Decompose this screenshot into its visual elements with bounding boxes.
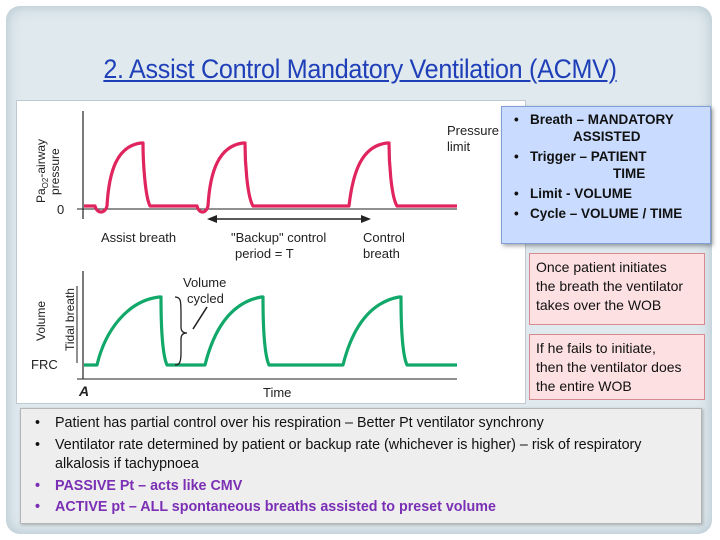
summary-item-1: • Patient has partial control over his r… [35,415,544,431]
waveform-svg: 0 PaO2-airway pressure Pressure limit As… [31,111,499,400]
top-ylabel-pa: Pa [34,188,48,203]
volume-waveform [84,295,457,367]
top-ylabel-rest: -airway [34,139,48,178]
breath-bullet: • Breath – MANDATORY [514,112,674,127]
patient-fails-note: If he fails to initiate, then the ventil… [529,334,705,400]
ventilation-waveform-figure: 0 PaO2-airway pressure Pressure limit As… [16,100,526,404]
backup-period-label-2: period = T [235,246,294,261]
svg-text:PaO2-airway: PaO2-airway [34,139,50,203]
slide-title: 2. Assist Control Mandatory Ventilation … [103,54,617,84]
volume-cycled-pointer [192,306,208,330]
summary-item-2: • Ventilator rate determined by patient … [35,436,642,473]
backup-period-label: "Backup" control [231,230,326,245]
breath-bullet-cont: ASSISTED [573,129,641,144]
assist-breath-label: Assist breath [101,230,176,245]
limit-bullet: • Limit - VOLUME [514,186,632,201]
summary-item-4: • ACTIVE pt – ALL spontaneous breaths as… [35,499,496,515]
pressure-waveform [84,141,457,214]
panel-letter: A [78,383,89,399]
cycle-bullet: • Cycle – VOLUME / TIME [514,206,683,221]
trigger-bullet: • Trigger – PATIENT [514,149,647,164]
pressure-limit-label-2: limit [447,139,470,154]
time-label: Time [263,385,291,400]
zero-label: 0 [57,202,64,217]
trigger-bullet-cont: TIME [613,166,646,181]
summary-item-3: • PASSIVE Pt – acts like CMV [35,477,243,494]
volume-cycled-label: Volume [183,275,226,290]
summary-bullets-box: • Patient has partial control over his r… [20,408,702,524]
control-breath-label: Control [363,230,405,245]
pressure-limit-label: Pressure [447,123,499,138]
control-breath-label-2: breath [363,246,400,261]
tidal-brace [174,296,188,366]
top-ylabel-sub: O2 [41,177,50,188]
mode-settings-box: • Breath – MANDATORY ASSISTED • Trigger … [501,106,711,244]
volume-cycled-label-2: cycled [187,291,224,306]
bottom-y-label-volume: Volume [34,301,48,341]
bottom-y-label-tidal: Tidal breath [63,288,77,351]
top-ylabel-pressure: pressure [48,148,62,195]
patient-initiates-note: Once patient initiates the breath the ve… [529,253,705,325]
frc-label: FRC [31,357,58,372]
top-y-label: PaO2-airway pressure [34,139,62,203]
backup-period-arrow [207,215,371,223]
